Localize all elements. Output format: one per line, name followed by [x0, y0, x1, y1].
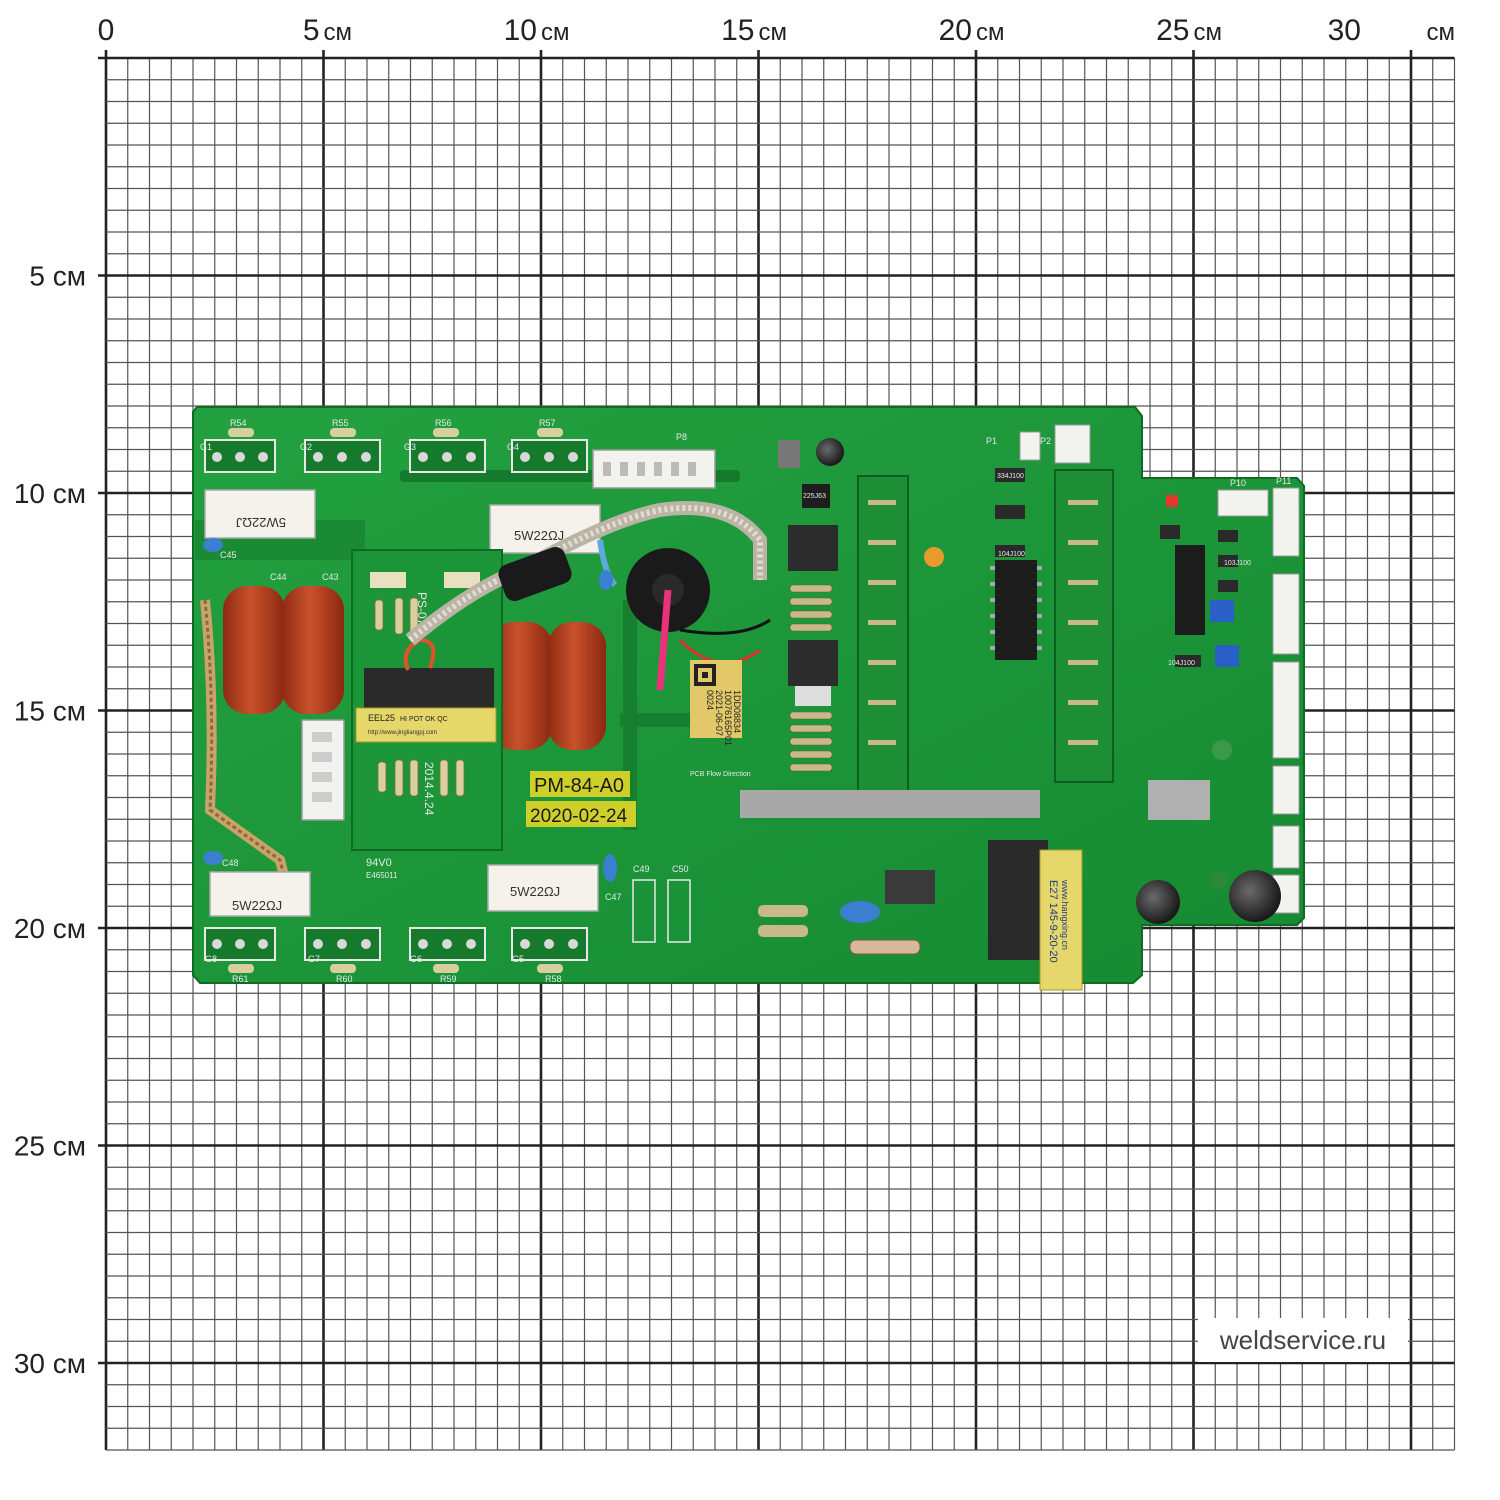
y-tick-label: 30 см — [14, 1348, 86, 1379]
x-tick-label: 30 — [1328, 14, 1361, 47]
connector-label: P10 — [1230, 478, 1246, 488]
gate-label: G5 — [512, 954, 524, 964]
gate-label: G1 — [200, 442, 212, 452]
model-label-bg — [530, 771, 630, 797]
resistor-ref: R57 — [539, 418, 556, 428]
qr-line-2: 10076165P01 — [723, 690, 733, 746]
resistor-ref: R56 — [435, 418, 452, 428]
y-tick-label: 5 см — [29, 261, 86, 292]
gate-label: G3 — [404, 442, 416, 452]
ferrite-bead — [498, 546, 572, 602]
y-tick-label: 20 см — [14, 913, 86, 944]
resistor-ref: R59 — [440, 974, 457, 984]
model-label: PM-84-A0 — [534, 775, 624, 797]
pcb-board: 5W22ΩJ 5W22ΩJ 5W22ΩJ 5W22ΩJ — [192, 406, 1305, 991]
resistor-ref: R54 — [230, 418, 247, 428]
ic-label: 225J63 — [803, 493, 826, 500]
gate-label: G7 — [308, 954, 320, 964]
gate-label: G2 — [300, 442, 312, 452]
connector-label: P2 — [1040, 436, 1051, 446]
y-tick-label: 15 см — [14, 696, 86, 727]
x-tick-label: 25 — [1156, 14, 1189, 47]
pcb-flow-text: PCB Flow Direction — [690, 771, 751, 778]
power-resistors: 5W22ΩJ 5W22ΩJ 5W22ΩJ 5W22ΩJ — [204, 489, 601, 917]
ic-label: 104J100 — [1168, 660, 1195, 667]
x-tick-unit: см — [324, 19, 353, 46]
x-tick-label: 0 — [98, 14, 115, 47]
watermark: weldservice.ru — [1198, 1318, 1408, 1362]
ic-label: 103J100 — [1224, 560, 1251, 567]
qr-line-4: 0024 — [705, 690, 715, 710]
gate-terminals-top — [204, 428, 588, 473]
gate-label: G6 — [410, 954, 422, 964]
ul-mark: 94V0 — [366, 857, 392, 869]
qr-line-1: 1DD08834 — [732, 690, 742, 733]
y-tick-label: 25 см — [14, 1131, 86, 1162]
date-label: 2020-02-24 — [530, 806, 628, 827]
x-tick-label: 10 — [504, 14, 537, 47]
x-tick-label: 15 — [721, 14, 754, 47]
x-tick-unit: см — [541, 19, 570, 46]
svg-text:5W22ΩJ: 5W22ΩJ — [236, 515, 286, 530]
connector-label: P1 — [986, 436, 997, 446]
x-tick-unit: см — [1194, 19, 1223, 46]
cap-label: C47 — [605, 892, 622, 902]
resistor-ref: R60 — [336, 974, 353, 984]
transformer-web: http://www.jingliangpj.com — [368, 730, 437, 736]
gate-label: G4 — [507, 442, 519, 452]
resistor-label: 5W22ΩJ — [232, 898, 282, 913]
aux-transformer-text: E27 145-9-20-20 — [1047, 880, 1059, 963]
qr-sticker: 1DD08834 10076165P01 2021-06-07 0024 — [690, 660, 742, 746]
driver-section: E27 145-9-20-20 www.hangxing.cn — [740, 424, 1300, 991]
x-tick-label: 5 — [303, 14, 320, 47]
x-tick-label: 20 — [939, 14, 972, 47]
resistor-label: 5W22ΩJ — [510, 884, 560, 899]
resistor-ref: R61 — [232, 974, 249, 984]
qr-line-3: 2021-06-07 — [714, 690, 724, 736]
cap-label: C50 — [672, 864, 689, 874]
gate-terminals-bottom — [204, 927, 588, 973]
ul-code: E465011 — [366, 871, 398, 880]
cap-label: C48 — [222, 858, 239, 868]
connector-label: P11 — [1276, 476, 1291, 486]
aux-transformer-web: www.hangxing.cn — [1060, 879, 1070, 950]
gate-label: G8 — [205, 954, 217, 964]
y-tick-label: 10 см — [14, 478, 86, 509]
resistor-ref: R55 — [332, 418, 349, 428]
cap-label: C45 — [220, 550, 237, 560]
cap-label: C44 — [270, 572, 287, 582]
connector-label: P8 — [676, 432, 687, 442]
date-label-bg — [526, 801, 636, 827]
resistor-ref: R58 — [545, 974, 562, 984]
film-capacitors — [223, 586, 606, 750]
cap-label: C49 — [633, 864, 650, 874]
transformer-subtext: HI POT OK QC — [400, 716, 448, 723]
x-tick-unit: см — [976, 19, 1005, 46]
ic-label: 104J100 — [998, 551, 1025, 558]
aux-power-module: EEL25 HI POT OK QC http://www.jingliangp… — [351, 549, 503, 851]
resistor-label: 5W22ΩJ — [514, 528, 564, 543]
x-tick-unit: см — [759, 19, 788, 46]
ic-label: 334J100 — [997, 473, 1024, 480]
module-date: 2014.4.24 — [422, 762, 436, 816]
x-tick-unit: см — [1427, 19, 1456, 46]
transformer-label: EEL25 — [368, 713, 395, 723]
cap-label: C43 — [322, 572, 339, 582]
